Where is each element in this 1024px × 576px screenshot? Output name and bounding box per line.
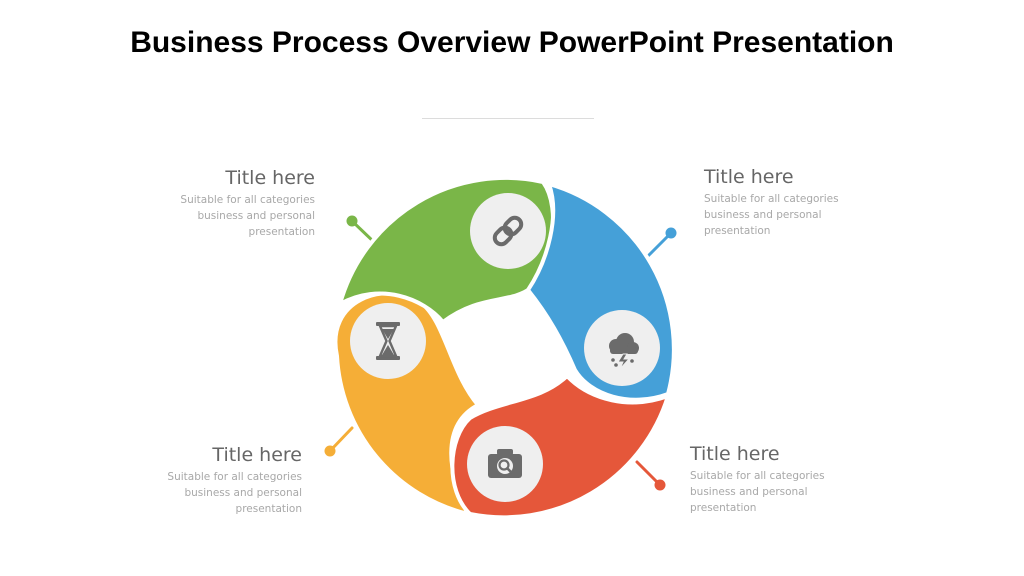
- connector-pin-blue: [646, 227, 677, 258]
- link-icon: [492, 215, 524, 247]
- step-text-block-top-left: Title here Suitable for all categories b…: [145, 166, 315, 240]
- step-title: Title here: [225, 167, 315, 189]
- hourglass-icon: [376, 322, 400, 360]
- connector-pin-yellow: [324, 426, 354, 457]
- page-title: Business Process Overview PowerPoint Pre…: [130, 26, 894, 59]
- storm-cloud-icon: [609, 333, 639, 370]
- connector-pin-green: [346, 215, 377, 245]
- camera-search-icon: [488, 449, 522, 478]
- step-title: Title here: [704, 166, 794, 188]
- step-description: Suitable for all categories business and…: [180, 194, 315, 238]
- step-description: Suitable for all categories business and…: [704, 193, 839, 237]
- step-text-block-bottom-right: Title here Suitable for all categories b…: [690, 442, 860, 516]
- step-description: Suitable for all categories business and…: [167, 471, 302, 515]
- step-description: Suitable for all categories business and…: [690, 470, 825, 514]
- step-title: Title here: [690, 443, 780, 465]
- title-divider: [422, 118, 594, 119]
- step-text-block-bottom-left: Title here Suitable for all categories b…: [132, 443, 302, 517]
- icon-circle-yellow: [350, 303, 426, 379]
- connector-pin-red: [635, 460, 666, 491]
- step-title: Title here: [212, 444, 302, 466]
- step-text-block-top-right: Title here Suitable for all categories b…: [704, 165, 874, 239]
